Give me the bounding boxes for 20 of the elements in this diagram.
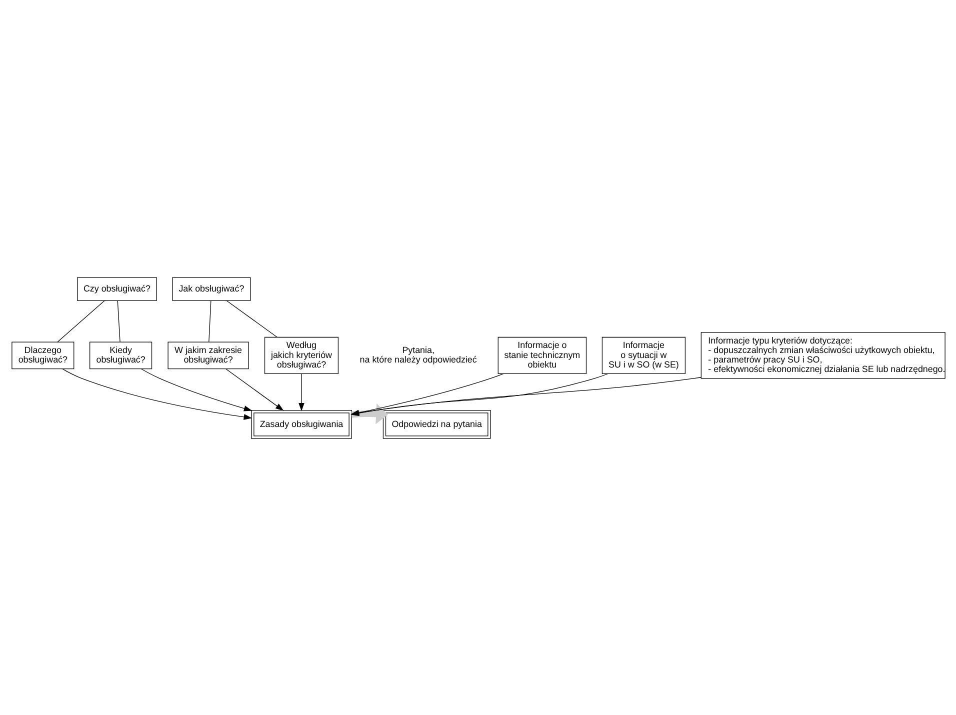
arrow [298, 372, 304, 411]
node-box: Według jakich kryteriów obsługiwać? [264, 336, 338, 374]
connector [56, 300, 104, 342]
arrow [62, 368, 252, 420]
connector [116, 300, 120, 342]
node-box: Zasady obsługiwania [250, 410, 352, 438]
connector [208, 300, 211, 342]
node-box: Informacje typu kryteriów dotyczące: - dopuszczalnych zmian właściwości użytkowych obiektu, - parametrów pracy SU i SO, - efektywności ekonomicznej działania SE lub nadrzędnego. [700, 332, 945, 378]
node-box: Jak obsługiwać? [172, 276, 250, 300]
connector [226, 300, 278, 338]
node-box: Informacje o sytuacji w SU i w SO (w SE) [601, 336, 686, 374]
node-box: Kiedy obsługiwać? [89, 341, 152, 369]
arrow [225, 368, 284, 410]
node-box: Czy obsługiwać? [76, 276, 156, 300]
label: Pytania, na które należy odpowiedzieć [359, 344, 476, 364]
node-box: Odpowiedzi na pytania [382, 410, 490, 438]
node-box: Dlaczego obsługiwać? [11, 341, 74, 369]
node-box: Informacje o stanie technicznym obiektu [497, 336, 586, 374]
node-box: W jakim zakresie obsługiwać? [167, 341, 248, 369]
arrow [140, 368, 252, 411]
